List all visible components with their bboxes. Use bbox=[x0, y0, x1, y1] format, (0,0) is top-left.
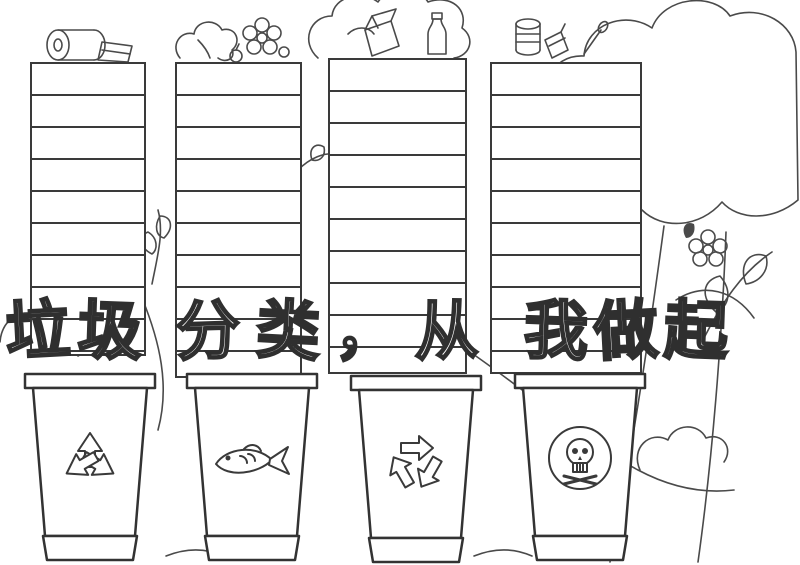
title-comma: ， bbox=[333, 295, 400, 369]
spoon-icon bbox=[583, 20, 609, 55]
title-char: 起 bbox=[661, 293, 730, 372]
recycle-outward-arrows-icon bbox=[65, 432, 115, 476]
skull-in-circle-icon bbox=[548, 426, 612, 490]
title-char: 我 bbox=[521, 293, 590, 372]
tissue-box-icon bbox=[97, 41, 133, 63]
recycle-chasing-arrows-icon bbox=[389, 435, 443, 489]
fish-icon bbox=[215, 444, 290, 475]
title-char: 类 bbox=[253, 292, 323, 372]
jar-icon bbox=[515, 18, 541, 56]
title-char: 垃 bbox=[3, 292, 73, 372]
tree-canopy-top-icon bbox=[307, 0, 471, 59]
trash-bin-4 bbox=[513, 372, 647, 562]
title-char: 分 bbox=[173, 293, 242, 372]
battery-icon bbox=[544, 23, 569, 59]
writing-panel-4 bbox=[490, 62, 642, 374]
writing-panel-2 bbox=[175, 62, 302, 378]
flower-icon bbox=[242, 17, 282, 55]
trash-bin-1 bbox=[23, 372, 157, 562]
title-char: 做 bbox=[591, 292, 661, 372]
title-char: 圾 bbox=[75, 293, 144, 372]
leafy-vegetable-icon bbox=[175, 21, 238, 62]
paper-roll-icon bbox=[46, 29, 106, 61]
trash-bin-2 bbox=[185, 372, 319, 562]
writing-panel-3 bbox=[328, 58, 467, 374]
writing-panel-1 bbox=[30, 62, 146, 356]
trash-bin-3 bbox=[349, 374, 483, 564]
right-flower-sprig-icon bbox=[683, 222, 773, 343]
milk-carton-icon bbox=[364, 8, 400, 57]
fruit-icon bbox=[229, 43, 290, 63]
title-char: 从 bbox=[411, 293, 480, 372]
bottle-icon bbox=[427, 12, 447, 55]
